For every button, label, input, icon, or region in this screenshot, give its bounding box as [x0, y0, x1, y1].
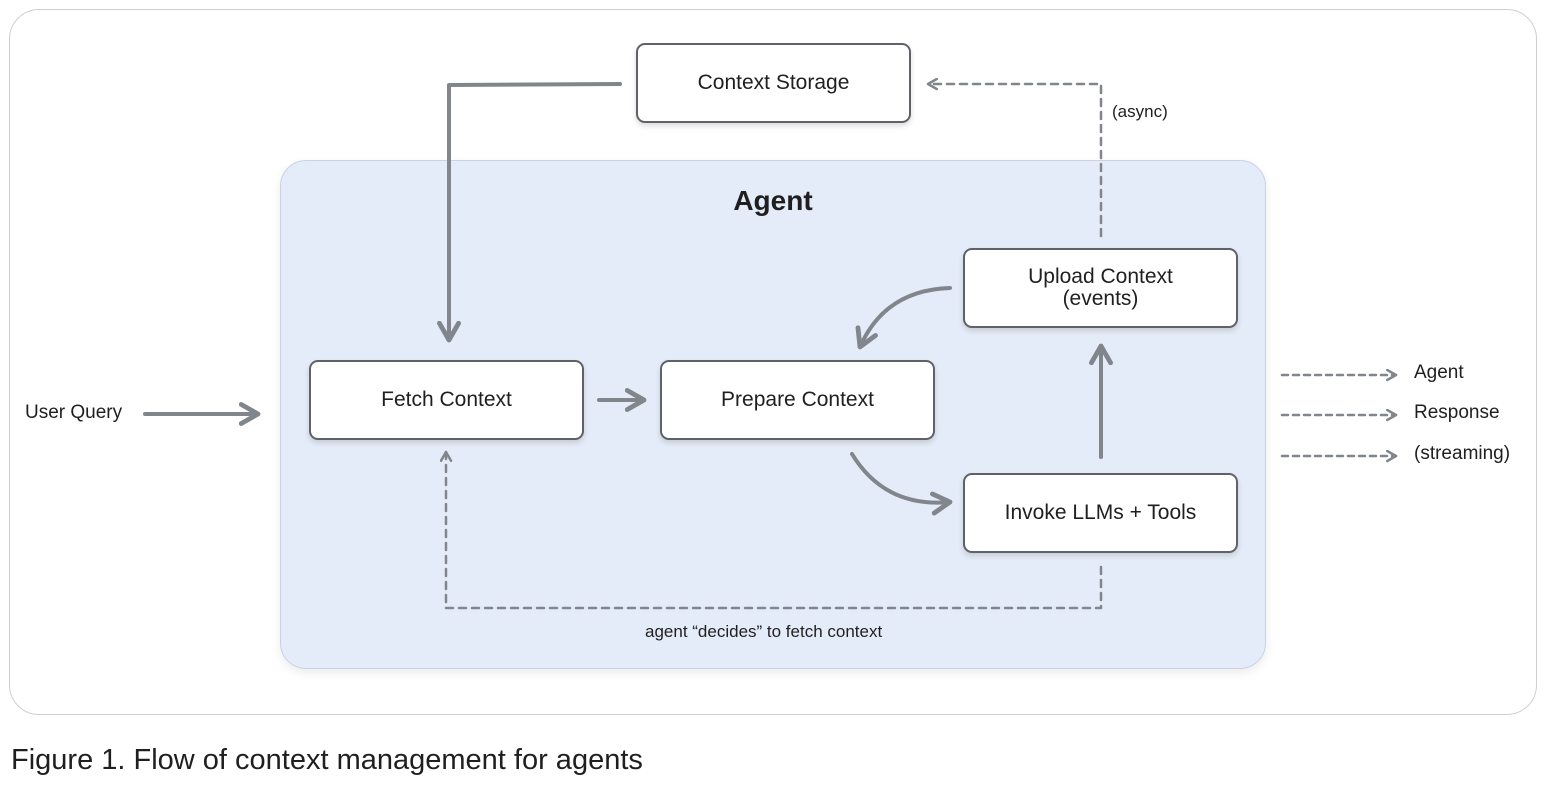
label-user-query: User Query [25, 402, 123, 423]
node-invoke-llms-tools-label: Invoke LLMs + Tools [1004, 501, 1197, 524]
label-agent-decides: agent “decides” to fetch context [645, 622, 883, 641]
label-output-streaming: (streaming) [1414, 443, 1511, 464]
node-prepare-context-label: Prepare Context [721, 388, 874, 411]
label-output-response: Response [1414, 402, 1500, 423]
node-invoke-llms-tools: Invoke LLMs + Tools [963, 473, 1238, 553]
agent-container-title: Agent [733, 185, 813, 216]
figure-caption: Figure 1. Flow of context management for… [11, 744, 643, 776]
arrow-invoke-to-fetch-loop [439, 450, 1103, 610]
arrow-upload-to-storage-async [926, 77, 1103, 238]
arrow-prepare-to-invoke [850, 452, 953, 516]
node-upload-context-label-line1: Upload Context [1028, 265, 1173, 288]
node-fetch-context-label: Fetch Context [381, 388, 512, 411]
node-upload-context: Upload Context (events) [963, 248, 1238, 328]
label-async: (async) [1112, 102, 1168, 121]
arrow-upload-to-prepare [855, 286, 952, 350]
arrow-storage-to-fetch [437, 82, 622, 343]
node-prepare-context: Prepare Context [660, 360, 935, 440]
node-upload-context-label-line2: (events) [1062, 287, 1139, 310]
node-context-storage: Context Storage [636, 43, 911, 123]
label-output-agent: Agent [1414, 362, 1464, 383]
node-fetch-context: Fetch Context [309, 360, 584, 440]
node-context-storage-label: Context Storage [697, 71, 850, 94]
